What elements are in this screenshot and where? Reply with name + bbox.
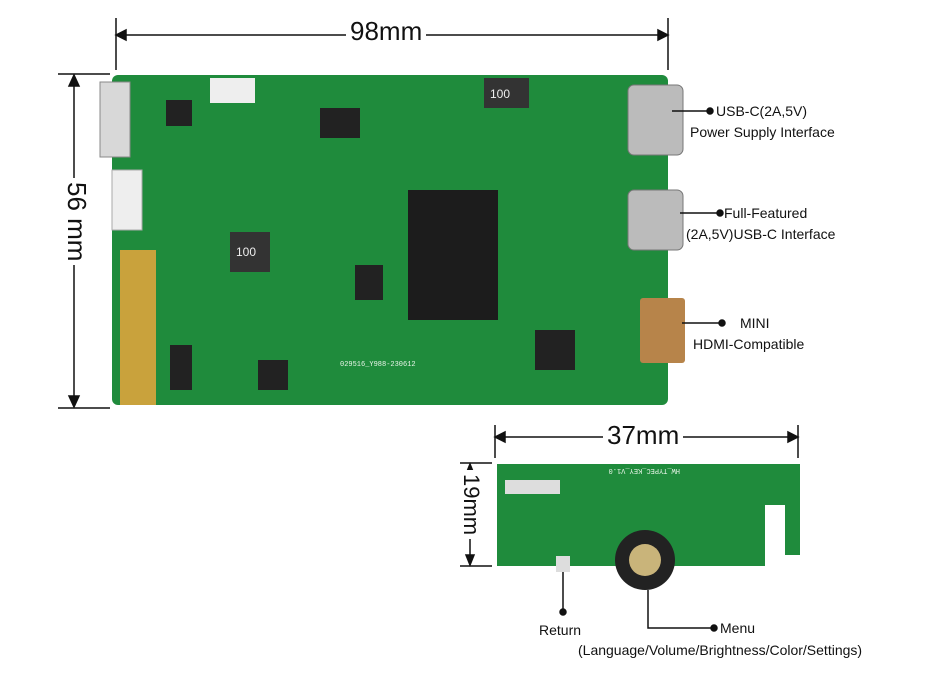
usbc-power-line2: Power Supply Interface bbox=[690, 124, 835, 140]
hdmi-line1: MINI bbox=[740, 315, 770, 331]
inductor-top bbox=[484, 78, 529, 108]
return-button bbox=[556, 556, 570, 572]
fpc-connector bbox=[99, 81, 131, 158]
inductor bbox=[230, 232, 270, 272]
usbc-full-line2: (2A,5V)USB-C Interface bbox=[686, 226, 836, 242]
usbc-full-port bbox=[627, 189, 684, 251]
usbc-power-port bbox=[627, 84, 684, 156]
usbc-power-line1: USB-C(2A,5V) bbox=[716, 103, 808, 119]
key-width-label: 37mm bbox=[603, 420, 684, 451]
key-pcb bbox=[497, 464, 800, 566]
inductor-mark: 100 bbox=[490, 87, 510, 101]
lvds-connector bbox=[120, 250, 156, 405]
hdmi-line2: HDMI-Compatible bbox=[693, 336, 805, 352]
main-pcb bbox=[112, 75, 668, 405]
main-chip bbox=[408, 190, 498, 320]
usbc-full-line1: Full-Featured bbox=[724, 205, 808, 221]
return-label: Return bbox=[539, 622, 582, 638]
main-width-label: 98mm bbox=[346, 16, 427, 47]
main-height-label: 56 mm bbox=[61, 178, 92, 266]
inductor-mark-2: 100 bbox=[236, 245, 256, 259]
key-board-id: HW_TYPEC_KEY_V1.0 bbox=[609, 466, 680, 474]
menu-functions: (Language/Volume/Brightness/Color/Settin… bbox=[578, 642, 863, 658]
board-id: 029516_Y988-230612 bbox=[340, 361, 416, 369]
side-connector bbox=[111, 169, 143, 231]
key-height-label: 19mm bbox=[458, 470, 484, 540]
mini-hdmi-port bbox=[640, 298, 685, 363]
menu-label: Menu bbox=[720, 620, 756, 636]
